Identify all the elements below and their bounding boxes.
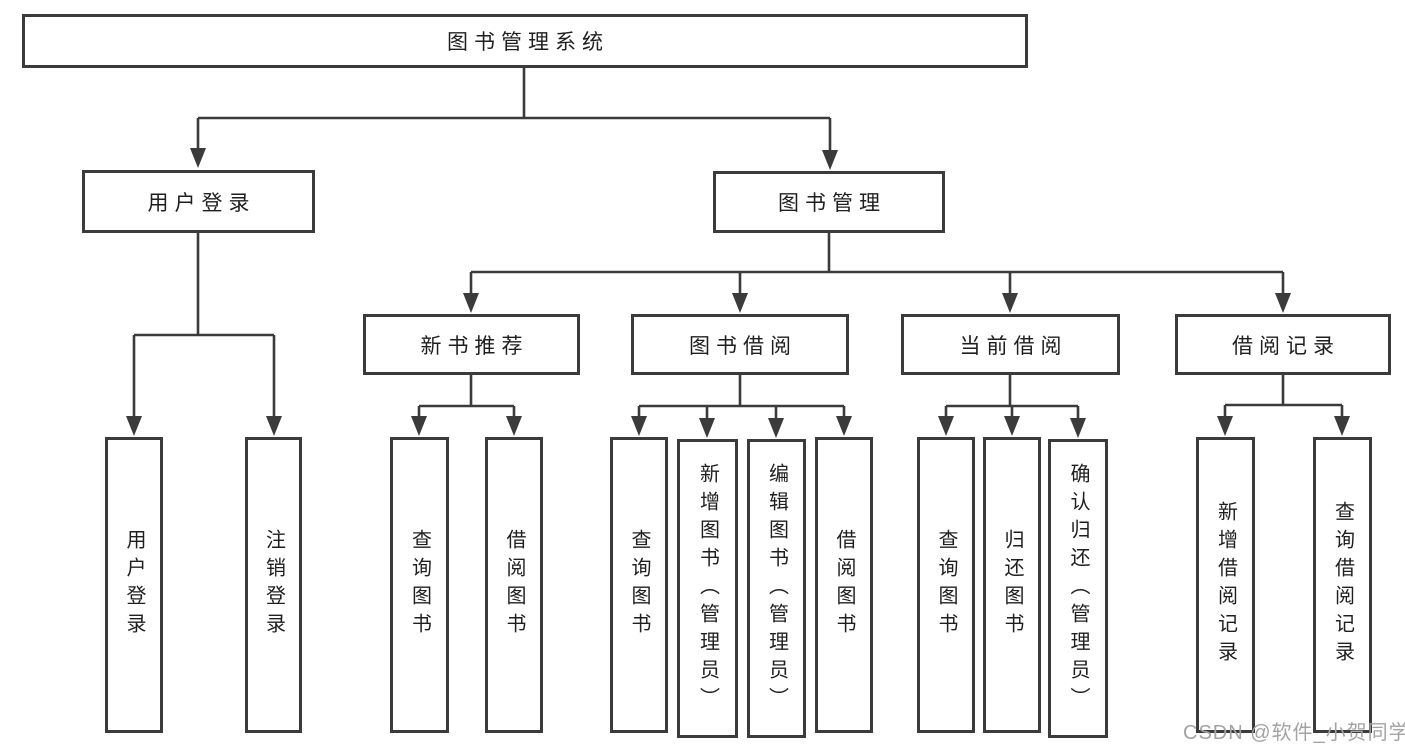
node-library-management-system: 图书管理系统: [22, 14, 1028, 68]
node-label: 查询图书: [935, 529, 957, 641]
node-book-borrowing: 图书借阅: [631, 314, 849, 375]
node-label: 新增图书（管理员）: [696, 462, 719, 715]
node-label: 用户登录: [147, 191, 256, 215]
node-label: 查询借阅记录: [1331, 501, 1354, 669]
arrowhead-icons: [126, 148, 1350, 438]
node-label: 编辑图书（管理员）: [765, 462, 788, 715]
leaf-add-borrow-record: 新增借阅记录: [1196, 437, 1255, 733]
csdn-watermark: CSDN @软件_小贺同学: [1183, 722, 1405, 744]
node-label: 图书管理: [778, 192, 886, 215]
node-new-book-recommendation: 新书推荐: [363, 314, 580, 375]
node-label: 查询图书: [628, 529, 650, 641]
leaf-query-borrow-record: 查询借阅记录: [1313, 437, 1372, 733]
node-label: 当前借阅: [959, 334, 1068, 358]
leaf-confirm-return-admin: 确认归还（管理员）: [1048, 439, 1108, 738]
node-label: 借阅记录: [1232, 334, 1340, 358]
node-label: 确认归还（管理员）: [1067, 462, 1089, 715]
leaf-edit-book-admin: 编辑图书（管理员）: [747, 439, 806, 738]
leaf-logout-login: 注销登录: [245, 437, 302, 733]
leaf-query-books-current: 查询图书: [917, 437, 975, 733]
node-label: 图书借阅: [689, 334, 797, 358]
leaf-borrow-books-borrowing: 借阅图书: [815, 437, 873, 733]
node-label: 新书推荐: [420, 334, 529, 358]
node-label: 用户登录: [123, 529, 145, 641]
leaf-add-book-admin: 新增图书（管理员）: [677, 439, 738, 738]
leaf-return-book: 归还图书: [983, 437, 1041, 733]
node-borrowing-records: 借阅记录: [1175, 314, 1391, 375]
leaf-query-books-recommend: 查询图书: [390, 437, 449, 733]
leaf-borrow-books-recommend: 借阅图书: [485, 437, 543, 733]
node-label: 借阅图书: [833, 529, 855, 641]
node-label: 借阅图书: [503, 529, 525, 641]
node-current-borrowing: 当前借阅: [901, 314, 1120, 375]
leaf-user-login: 用户登录: [105, 437, 163, 733]
node-label: 新增借阅记录: [1214, 501, 1237, 669]
node-label: 图书管理系统: [447, 31, 609, 54]
leaf-query-books-borrowing: 查询图书: [610, 437, 668, 733]
node-book-management: 图书管理: [713, 171, 945, 233]
node-label: 注销登录: [262, 529, 285, 641]
node-label: 归还图书: [1001, 529, 1023, 641]
node-label: 查询图书: [408, 529, 431, 641]
node-user-login: 用户登录: [82, 170, 315, 233]
